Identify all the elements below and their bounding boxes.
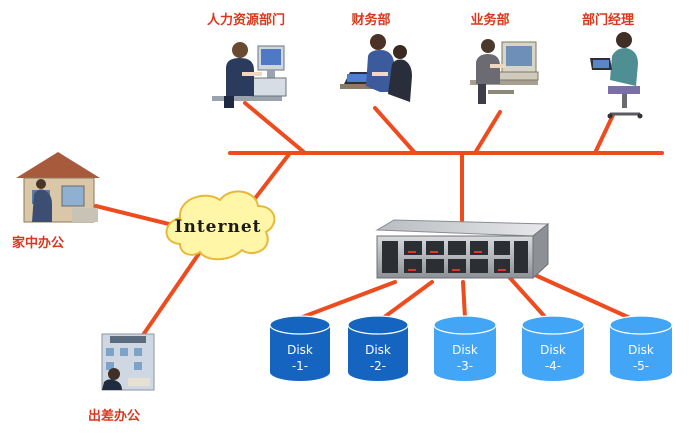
dept-label-manager: 部门经理	[582, 12, 634, 28]
person-at-monitor-icon	[470, 39, 539, 104]
link-finance	[373, 106, 417, 155]
disk-5: Disk -5-	[609, 315, 673, 381]
disk-2: Disk -2-	[347, 315, 409, 381]
remote-label-hotel: 出差办公	[88, 408, 140, 424]
link-manager	[593, 113, 615, 155]
dept-label-business: 业务部	[470, 12, 509, 28]
remote-label-home: 家中办公	[12, 235, 64, 251]
link-disk-4	[508, 276, 548, 320]
link-hotel-internet	[141, 250, 202, 337]
dept-label-hr: 人力资源部门	[207, 12, 285, 28]
disk-1: Disk -1-	[269, 315, 331, 381]
disk-5-index: -5-	[633, 359, 649, 373]
internet-cloud: Internet	[165, 190, 276, 261]
disk-3: Disk -3-	[433, 315, 497, 381]
link-disk-2	[381, 280, 434, 320]
link-disk-3	[461, 280, 467, 320]
two-people-with-laptop-icon	[340, 34, 412, 102]
home-office-icon	[16, 152, 100, 223]
link-business	[473, 110, 502, 155]
disk-4-name: Disk	[540, 343, 566, 357]
disk-4-index: -4-	[545, 359, 561, 373]
rack-server-icon	[375, 219, 550, 280]
disk-3-name: Disk	[452, 343, 478, 357]
link-disk-5	[533, 273, 632, 320]
disk-3-index: -3-	[457, 359, 473, 373]
link-hr	[243, 101, 307, 155]
manager-in-chair-icon	[590, 32, 643, 119]
disk-2-index: -2-	[370, 359, 386, 373]
hotel-icon	[101, 333, 155, 391]
person-at-desktop-computer-icon	[212, 42, 287, 108]
dept-label-finance: 财务部	[351, 12, 390, 28]
internet-label: Internet	[175, 217, 262, 237]
disk-5-name: Disk	[628, 343, 654, 357]
link-disk-1	[298, 280, 397, 320]
disk-1-index: -1-	[292, 359, 308, 373]
disk-2-name: Disk	[365, 343, 391, 357]
disk-1-name: Disk	[287, 343, 313, 357]
disk-4: Disk -4-	[521, 315, 585, 381]
